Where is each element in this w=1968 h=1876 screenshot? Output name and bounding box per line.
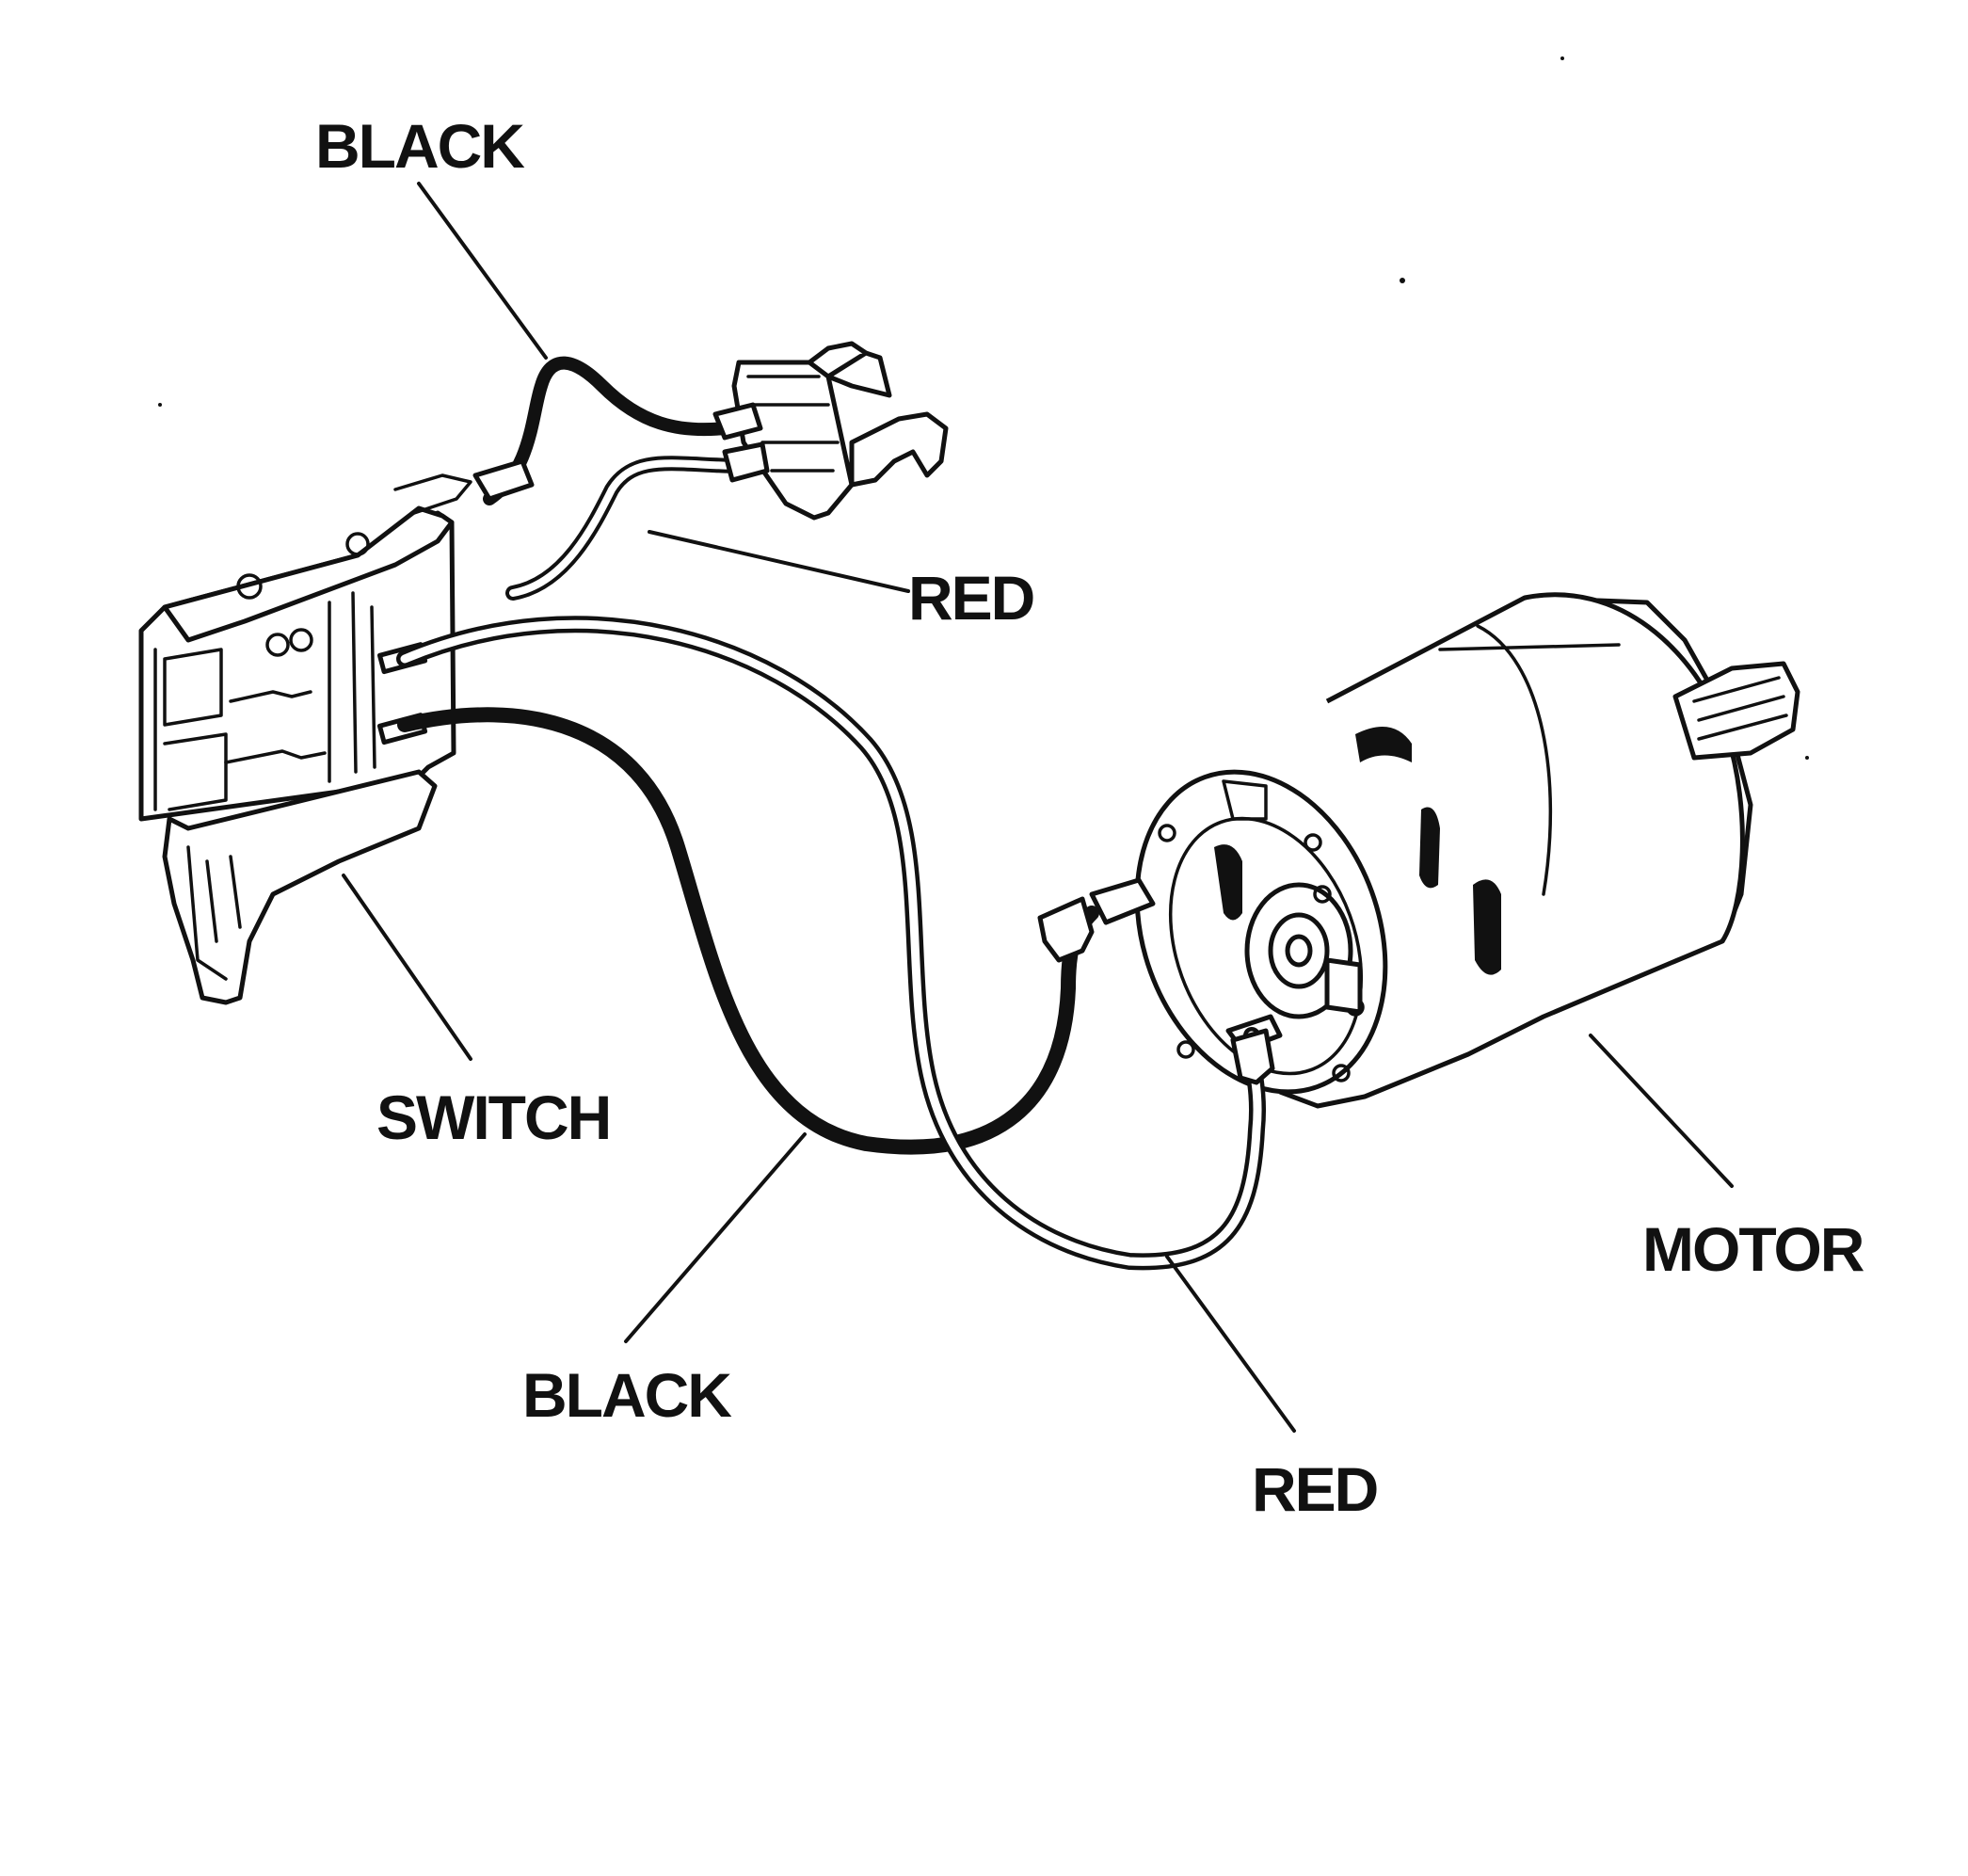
label-red-bottom: RED (1252, 1454, 1377, 1524)
black-wire-top (483, 356, 731, 505)
label-switch: SWITCH (376, 1082, 610, 1152)
label-red-top: RED (908, 563, 1033, 633)
terminal-block (731, 341, 949, 521)
motor (1089, 592, 1800, 1109)
label-black-top: BLACK (315, 111, 525, 181)
label-black-bottom: BLACK (522, 1360, 732, 1430)
black-wire-bottom (397, 707, 1099, 1155)
label-motor: MOTOR (1642, 1214, 1864, 1284)
leader-lines (342, 182, 1734, 1433)
switch-assembly (138, 473, 472, 1005)
